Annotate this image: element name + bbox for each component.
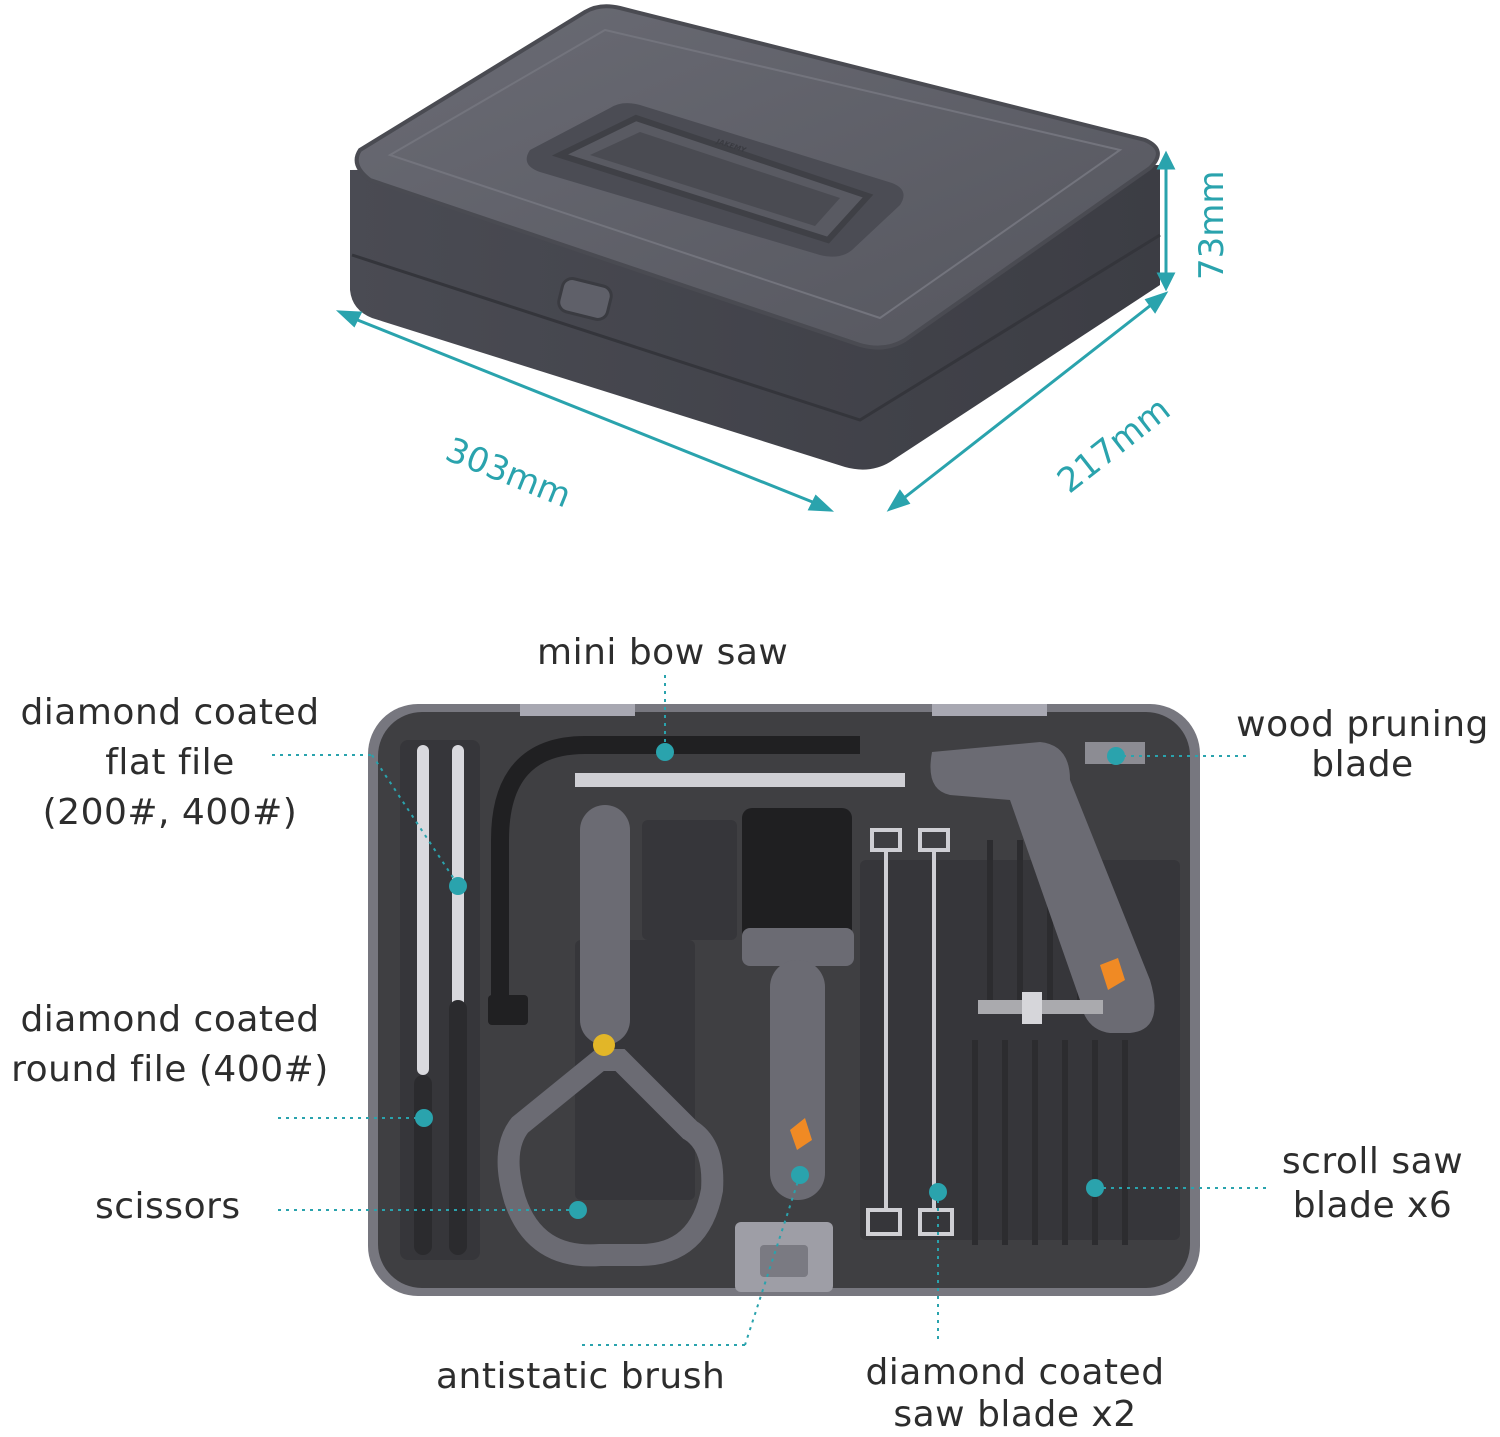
diamond-saw-blades (866, 828, 954, 1236)
rim-notch (932, 704, 1047, 716)
label-mini-bow-saw: mini bow saw (537, 632, 789, 673)
closed-box-illustration (335, 4, 1176, 512)
dimension-arrows (335, 150, 1176, 512)
box-seam (351, 233, 1161, 422)
label-round-file: diamond coated round file (400#) (0, 995, 340, 1095)
mini-bow-saw (488, 736, 905, 1025)
lid-bevel (387, 28, 1123, 320)
label-round-file-line1: diamond coated (20, 999, 320, 1040)
label-flat-file-line1: diamond coated (20, 692, 320, 733)
label-wood-pruning-line2: blade (1311, 744, 1414, 785)
tray-clasp-button (760, 1245, 808, 1277)
label-round-file-line2: round file (400#) (11, 1049, 329, 1090)
bow-saw-handle (930, 742, 1155, 1033)
label-antistatic-brush: antistatic brush (436, 1356, 726, 1397)
height-dimension: 73mm (1192, 170, 1232, 280)
label-wood-pruning-line1: wood pruning (1236, 704, 1489, 745)
callout-dots (415, 743, 1125, 1219)
label-saw-blade: diamond coated saw blade x2 (840, 1352, 1190, 1436)
latch-button (557, 277, 613, 321)
antistatic-brush (742, 808, 854, 1200)
rim-notch (520, 704, 635, 716)
label-flat-file-line3: (200#, 400#) (42, 792, 298, 833)
label-flat-file-line2: flat file (105, 742, 235, 783)
scissors (497, 805, 724, 1267)
label-scissors: scissors (95, 1186, 241, 1227)
label-scroll-saw-line2: blade x6 (1292, 1185, 1453, 1226)
label-scroll-saw-line1: scroll saw (1281, 1141, 1464, 1182)
open-tray-illustration (272, 675, 1268, 1346)
flat-file (414, 745, 467, 1255)
label-flat-file: diamond coated flat file (200#, 400#) (0, 688, 340, 838)
label-wood-pruning-blade: wood pruning blade (1225, 705, 1500, 785)
handle-opening (590, 132, 840, 226)
label-scroll-saw-blade: scroll saw blade x6 (1265, 1140, 1480, 1228)
label-saw-blade-line2: saw blade x2 (893, 1394, 1137, 1435)
label-saw-blade-line1: diamond coated (865, 1352, 1165, 1393)
callout-lines (272, 675, 1268, 1346)
